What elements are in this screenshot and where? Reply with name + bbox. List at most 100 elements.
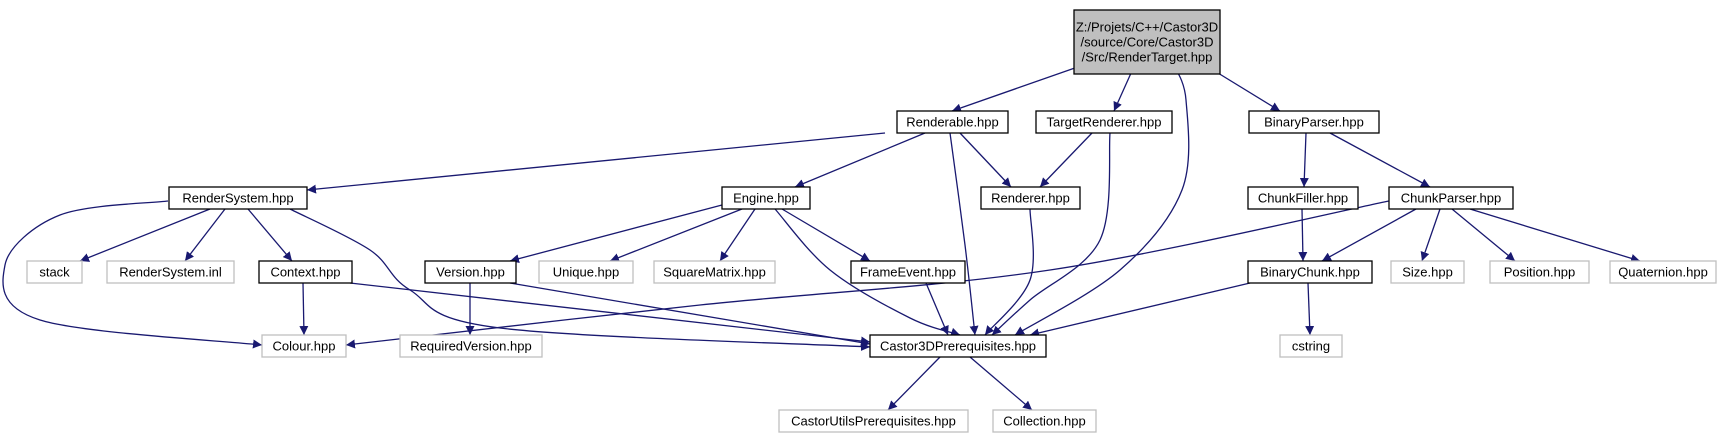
- edge-engine-to-unique: [609, 208, 743, 262]
- node-renderer[interactable]: Renderer.hpp: [980, 186, 1081, 210]
- edge-rendersystem-to-rendersysteminl: [184, 208, 226, 262]
- node-box: [1247, 186, 1359, 210]
- node-colour: Colour.hpp: [261, 334, 347, 358]
- edge-root-to-renderable: [951, 61, 1093, 113]
- node-rendersysteminl: RenderSystem.inl: [106, 260, 235, 284]
- node-prereq[interactable]: Castor3DPrerequisites.hpp: [869, 334, 1047, 358]
- edge-prereq-to-collection: [969, 356, 1033, 411]
- node-label: Collection.hpp: [1003, 414, 1085, 429]
- node-frameevent[interactable]: FrameEvent.hpp: [850, 260, 966, 284]
- edge-prereq-to-castorutils: [887, 356, 941, 411]
- node-engine[interactable]: Engine.hpp: [721, 186, 811, 210]
- node-box: [168, 186, 308, 210]
- node-root[interactable]: Z:/Projets/C++/Castor3D/source/Core/Cast…: [1073, 9, 1221, 75]
- edge-engine-to-squarematrix: [719, 208, 756, 262]
- node-label: ChunkFiller.hpp: [1258, 191, 1348, 206]
- edge-rendersystem-to-stack: [79, 208, 211, 262]
- node-box: [778, 409, 969, 433]
- edge-context-to-colour: [299, 282, 309, 336]
- edge-root-to-prereq: [1014, 61, 1190, 336]
- node-position: Position.hpp: [1489, 260, 1590, 284]
- node-box: [1388, 186, 1514, 210]
- node-box: [1035, 110, 1173, 134]
- node-renderable[interactable]: Renderable.hpp: [896, 110, 1009, 134]
- node-rendersystem[interactable]: RenderSystem.hpp: [168, 186, 308, 210]
- node-box: [1248, 110, 1380, 134]
- edge-engine-to-version: [509, 204, 723, 264]
- node-label: /Src/RenderTarget.hpp: [1082, 50, 1213, 65]
- edge-renderer-to-prereq: [984, 208, 1034, 336]
- edge-renderable-to-renderer: [959, 132, 1012, 188]
- node-box: [992, 409, 1097, 433]
- node-label: cstring: [1292, 339, 1330, 354]
- node-label: SquareMatrix.hpp: [663, 265, 766, 280]
- node-box: [1247, 260, 1373, 284]
- node-label: TargetRenderer.hpp: [1047, 115, 1162, 130]
- node-label: CastorUtilsPrerequisites.hpp: [791, 414, 956, 429]
- edge-chunkparser-to-quaternion: [1469, 208, 1641, 263]
- edge-renderable-to-engine: [794, 132, 926, 188]
- node-context[interactable]: Context.hpp: [258, 260, 353, 284]
- node-label: FrameEvent.hpp: [860, 265, 956, 280]
- node-castorutils: CastorUtilsPrerequisites.hpp: [778, 409, 969, 433]
- node-box: [399, 334, 543, 358]
- node-size: Size.hpp: [1390, 260, 1465, 284]
- node-quaternion: Quaternion.hpp: [1609, 260, 1717, 284]
- node-box: [258, 260, 353, 284]
- node-box: [1489, 260, 1590, 284]
- edge-chunkparser-to-size: [1420, 208, 1441, 262]
- node-label: Colour.hpp: [273, 339, 336, 354]
- node-box: [424, 260, 517, 284]
- node-label: BinaryChunk.hpp: [1260, 265, 1360, 280]
- node-box: [1279, 334, 1343, 358]
- node-label: Quaternion.hpp: [1618, 265, 1708, 280]
- node-label: RenderSystem.inl: [119, 265, 222, 280]
- edge-chunkparser-to-binarychunk: [1321, 208, 1417, 262]
- edge-renderable-to-rendersystem: [306, 132, 886, 194]
- node-label: Context.hpp: [270, 265, 340, 280]
- node-collection: Collection.hpp: [992, 409, 1097, 433]
- node-box: [721, 186, 811, 210]
- node-box: [653, 260, 776, 284]
- node-box: [850, 260, 966, 284]
- node-binaryparser[interactable]: BinaryParser.hpp: [1248, 110, 1380, 134]
- node-chunkparser[interactable]: ChunkParser.hpp: [1388, 186, 1514, 210]
- node-label: /source/Core/Castor3D: [1081, 35, 1214, 50]
- node-stack: stack: [26, 260, 83, 284]
- node-label: BinaryParser.hpp: [1264, 115, 1364, 130]
- node-chunkfiller[interactable]: ChunkFiller.hpp: [1247, 186, 1359, 210]
- node-label: Version.hpp: [436, 265, 505, 280]
- node-label: RequiredVersion.hpp: [410, 339, 531, 354]
- node-binarychunk[interactable]: BinaryChunk.hpp: [1247, 260, 1373, 284]
- edge-chunkparser-to-colour: [345, 200, 1390, 349]
- node-box: [261, 334, 347, 358]
- edge-targetrenderer-to-prereq: [991, 132, 1111, 336]
- node-label: stack: [39, 265, 70, 280]
- node-label: Unique.hpp: [553, 265, 620, 280]
- node-box: [26, 260, 83, 284]
- node-box: [106, 260, 235, 284]
- edge-rendersystem-to-prereq: [289, 208, 871, 352]
- node-version[interactable]: Version.hpp: [424, 260, 517, 284]
- edge-frameevent-to-prereq: [925, 282, 949, 336]
- edge-engine-to-frameevent: [781, 208, 871, 262]
- edge-chunkparser-to-position: [1451, 208, 1516, 262]
- edge-rendersystem-to-colour: [2, 200, 263, 349]
- node-label: Renderer.hpp: [991, 191, 1070, 206]
- node-label: Engine.hpp: [733, 191, 799, 206]
- node-requiredversion: RequiredVersion.hpp: [399, 334, 543, 358]
- node-box: [1073, 9, 1221, 75]
- edge-context-to-prereq: [349, 282, 871, 346]
- node-label: ChunkParser.hpp: [1401, 191, 1501, 206]
- node-box: [1390, 260, 1465, 284]
- edge-chunkfiller-to-binarychunk: [1298, 208, 1308, 262]
- node-label: RenderSystem.hpp: [182, 191, 293, 206]
- edge-rendersystem-to-context: [247, 208, 293, 262]
- edge-binaryparser-to-chunkparser: [1329, 132, 1431, 188]
- node-targetrenderer[interactable]: TargetRenderer.hpp: [1035, 110, 1173, 134]
- edge-version-to-prereq: [509, 282, 871, 347]
- edge-binaryparser-to-chunkfiller: [1299, 132, 1309, 188]
- edge-renderable-to-prereq: [949, 132, 979, 336]
- node-label: Castor3DPrerequisites.hpp: [880, 339, 1036, 354]
- edge-binarychunk-to-prereq: [1029, 282, 1251, 338]
